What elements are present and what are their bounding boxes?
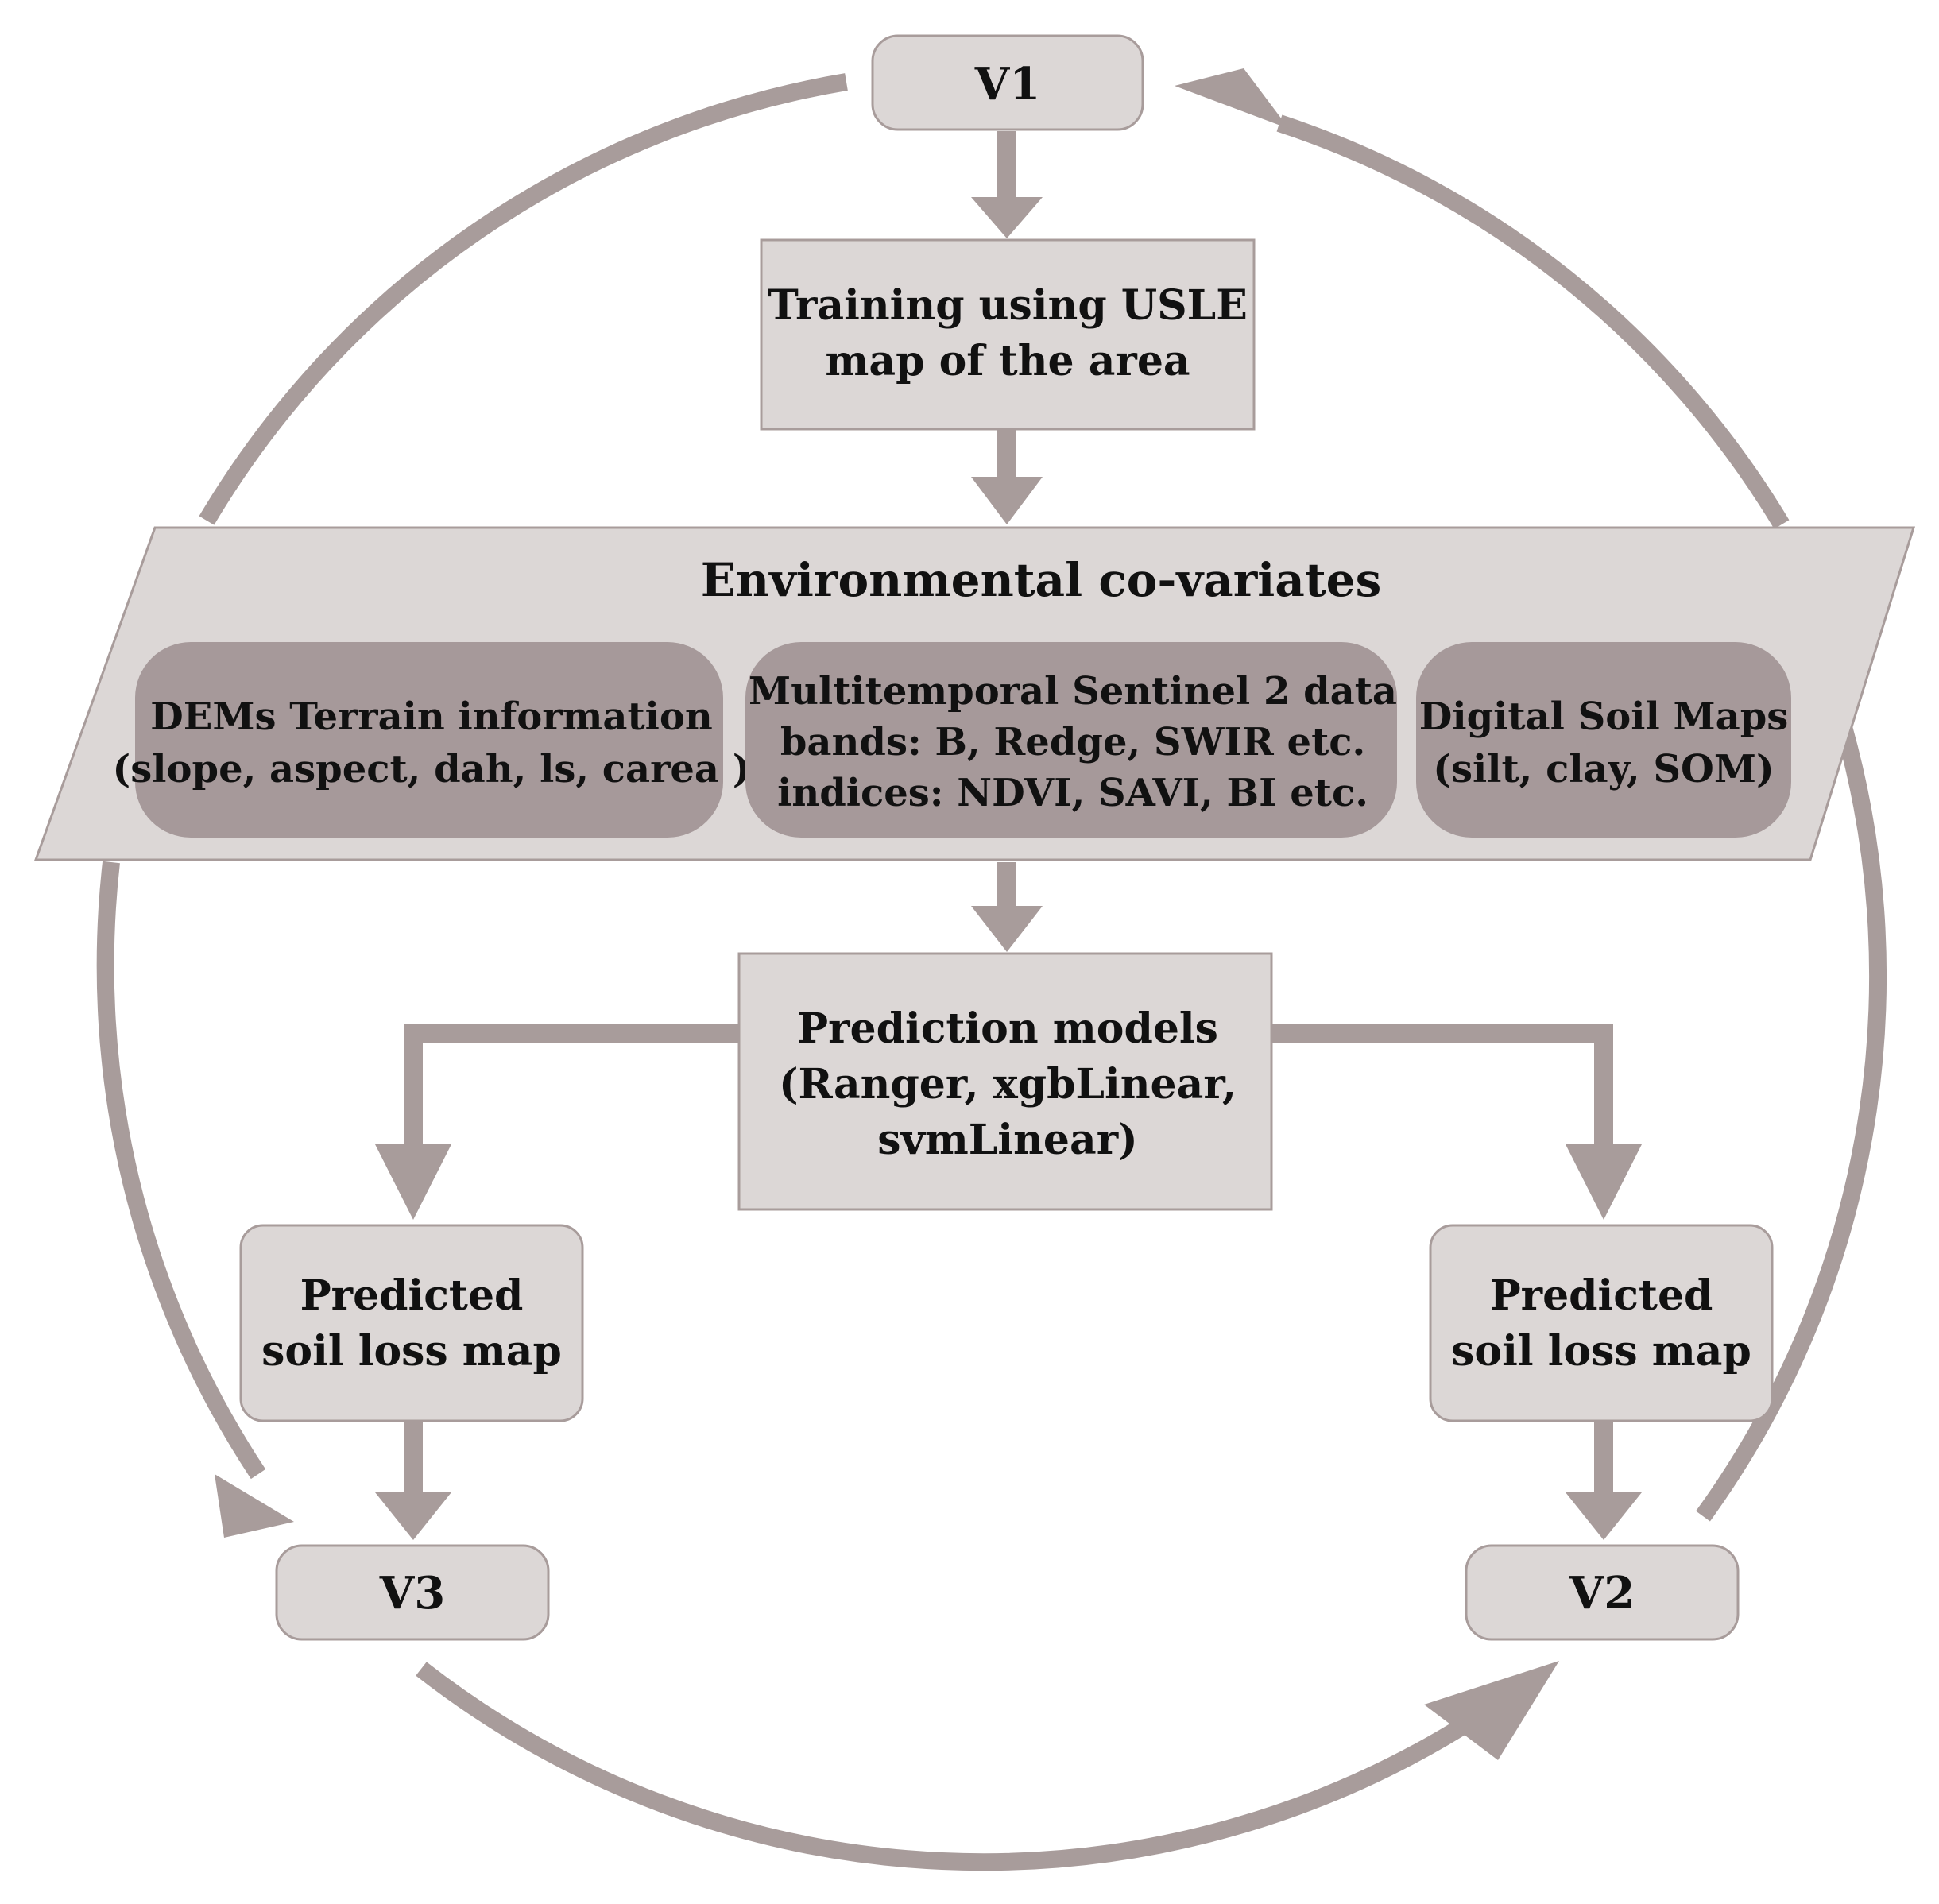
v2-label: V2 (1569, 1567, 1635, 1620)
predicted-left-line-1: Predicted (300, 1271, 524, 1320)
node-v3: V3 (275, 1544, 550, 1641)
covariate-group-sentinel: Multitemporal Sentinel 2 data bands: B, … (745, 642, 1397, 838)
soil-maps-line-1: Digital Soil Maps (1419, 695, 1789, 739)
sentinel-line-3: indices: NDVI, SAVI, BI etc. (777, 771, 1368, 815)
prediction-line-1: Prediction models (797, 1004, 1218, 1053)
arc-v1-to-v3-bottom (96, 861, 266, 1480)
training-line-2: map of the area (825, 337, 1190, 385)
node-v2: V2 (1465, 1544, 1740, 1641)
arc-v2-to-v1-top (1276, 114, 1790, 529)
dem-line-1: DEMs Terrain information (150, 695, 713, 739)
predicted-right-line-1: Predicted (1490, 1271, 1713, 1320)
connectors (404, 131, 1613, 1492)
node-predicted-right: Predicted soil loss map (1429, 1224, 1774, 1422)
node-predicted-left: Predicted soil loss map (239, 1224, 584, 1422)
covariates-title: Environmental co-variates (701, 553, 1381, 607)
v3-label: V3 (379, 1567, 445, 1620)
predicted-right-line-2: soil loss map (1451, 1327, 1751, 1376)
v1-label: V1 (974, 58, 1040, 110)
predicted-left-line-2: soil loss map (261, 1327, 562, 1376)
prediction-line-3: svmLinear) (877, 1116, 1137, 1164)
prediction-line-2: (Ranger, xgbLinear, (779, 1060, 1237, 1109)
node-training: Training using USLE map of the area (760, 238, 1256, 431)
covariate-group-soil-maps: Digital Soil Maps (silt, clay, SOM) (1416, 642, 1791, 838)
node-prediction: Prediction models (Ranger, xgbLinear, sv… (737, 952, 1273, 1211)
node-v1: V1 (871, 34, 1144, 131)
connector-arrowheads (375, 197, 1642, 1540)
arrowhead-into-v1 (1175, 68, 1289, 129)
arc-v3-to-v2 (416, 1662, 1483, 1871)
arc-v1-to-v3-top (199, 73, 848, 525)
covariate-group-dem: DEMs Terrain information (slope, aspect,… (113, 642, 751, 838)
cycle-arrowheads (215, 68, 1559, 1760)
arrowhead-into-v3 (215, 1474, 294, 1538)
node-covariates: Environmental co-variates DEMs Terrain i… (33, 526, 1916, 861)
dem-line-2: (slope, aspect, dah, ls, carea ) (113, 747, 751, 791)
sentinel-line-1: Multitemporal Sentinel 2 data (749, 669, 1397, 714)
arrowhead-into-v2 (1424, 1661, 1559, 1760)
sentinel-line-2: bands: B, Redge, SWIR etc. (780, 720, 1365, 764)
soil-maps-line-2: (silt, clay, SOM) (1433, 747, 1774, 791)
training-line-1: Training using USLE (768, 281, 1248, 330)
